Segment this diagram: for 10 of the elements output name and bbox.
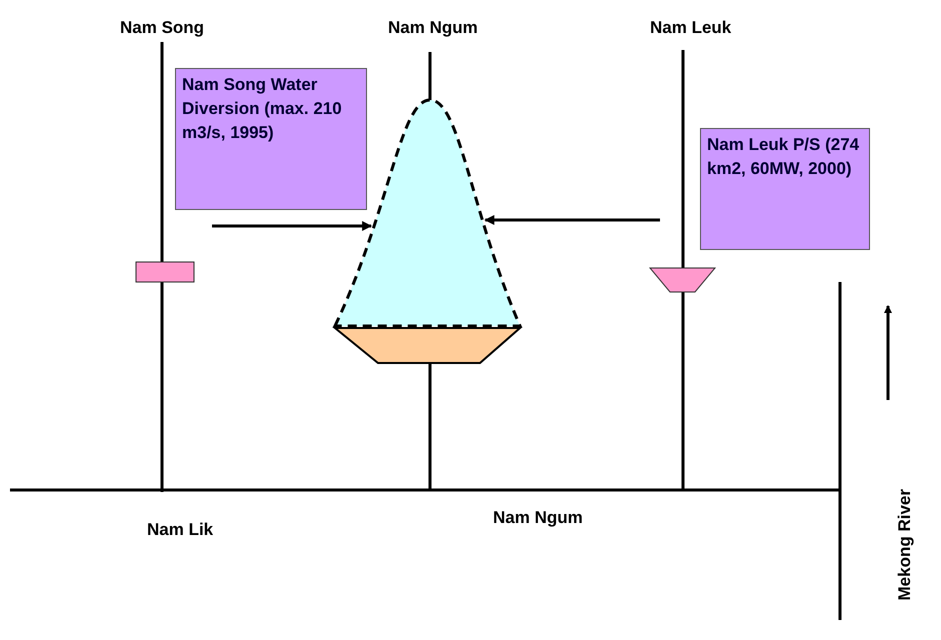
text-box: Nam Song Water Diversion (max. 210 m3/s, 1995): [175, 68, 367, 210]
river-name: Nam Lik: [147, 520, 214, 540]
river-name: Nam Song: [120, 18, 204, 38]
arrow: [212, 221, 372, 231]
river-name: Nam Leuk: [650, 18, 732, 38]
text-box: Nam Leuk P/S (274 km2, 60MW, 2000): [700, 128, 870, 250]
river-name: Nam Ngum: [388, 18, 478, 38]
river-name: Mekong River: [895, 489, 915, 600]
river-name: Nam Ngum: [493, 508, 583, 528]
arrow: [484, 215, 660, 225]
